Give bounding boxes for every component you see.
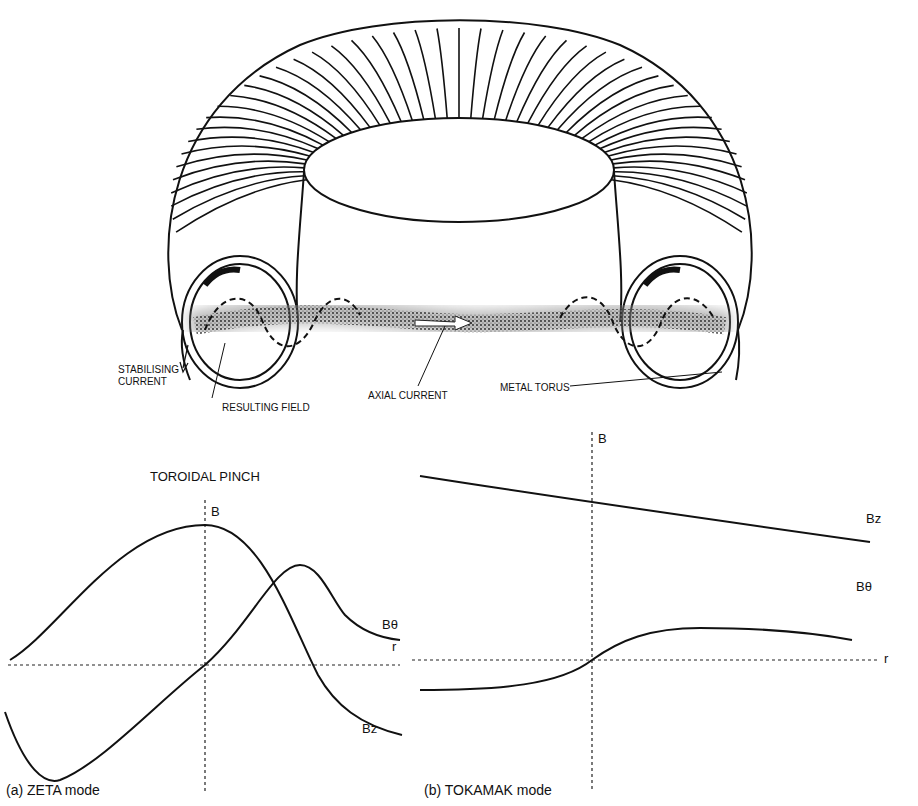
coil-winding: [548, 59, 624, 127]
btheta-curve: [420, 628, 852, 690]
axis-label: B: [211, 505, 220, 520]
part-label: STABILISING CURRENT: [118, 364, 198, 387]
coil-winding: [173, 176, 305, 219]
coil-winding: [176, 154, 307, 167]
leader-line: [570, 372, 722, 386]
coil-winding: [471, 29, 481, 119]
panel-caption: (a) ZETA mode: [6, 782, 100, 798]
coil-winding: [260, 76, 352, 133]
axial-current-arrow: [415, 316, 472, 330]
coil-winding: [276, 67, 361, 130]
current-arrowhead: [180, 362, 188, 372]
part-label: METAL TORUS: [500, 382, 570, 394]
coil-winding: [582, 96, 688, 139]
axis-label: r: [884, 652, 888, 667]
coil-winding: [528, 46, 587, 124]
field-line: [205, 299, 360, 347]
coil-winding: [611, 180, 742, 233]
coil-winding: [494, 33, 524, 120]
axis-label: r: [392, 640, 396, 655]
axis-label: B: [598, 432, 607, 447]
coil-winding: [372, 36, 412, 120]
leader-line: [418, 326, 445, 386]
coil-winding: [517, 40, 567, 121]
curve-label: Bθ: [856, 580, 872, 595]
coil-winding: [415, 30, 435, 119]
part-label: RESULTING FIELD: [222, 402, 310, 414]
coil-winding: [244, 85, 343, 135]
panel-caption: (b) TOKAMAK mode: [424, 782, 552, 798]
coil-winding: [182, 146, 310, 156]
coil-winding: [171, 167, 304, 193]
coil-winding: [611, 154, 742, 167]
leader-line: [212, 343, 225, 398]
coil-winding: [171, 172, 304, 206]
bz-curve: [420, 476, 870, 542]
curve-label: Bz: [362, 722, 377, 737]
coil-winding: [352, 40, 402, 121]
coil-winding: [483, 30, 503, 119]
coil-winding: [331, 46, 390, 124]
curve-label: Bθ: [382, 618, 398, 633]
coil-winding: [437, 29, 447, 119]
coil-winding: [196, 127, 317, 148]
bz-curve: [10, 525, 402, 735]
curve-label: Bz: [866, 512, 881, 527]
metal-torus: [168, 20, 751, 388]
coil-winding: [458, 28, 460, 118]
figure-title: TOROIDAL PINCH: [150, 470, 260, 485]
coil-winding: [506, 36, 546, 120]
axes: [8, 500, 400, 792]
coil-winding: [605, 137, 730, 152]
coil-winding: [173, 161, 305, 180]
axes: [412, 432, 878, 790]
field-line: [560, 297, 715, 346]
btheta-curve: [5, 565, 400, 781]
coil-windings: [171, 28, 747, 232]
coil-winding: [206, 117, 323, 145]
part-label: AXIAL CURRENT: [368, 390, 448, 402]
coil-winding: [394, 33, 424, 120]
